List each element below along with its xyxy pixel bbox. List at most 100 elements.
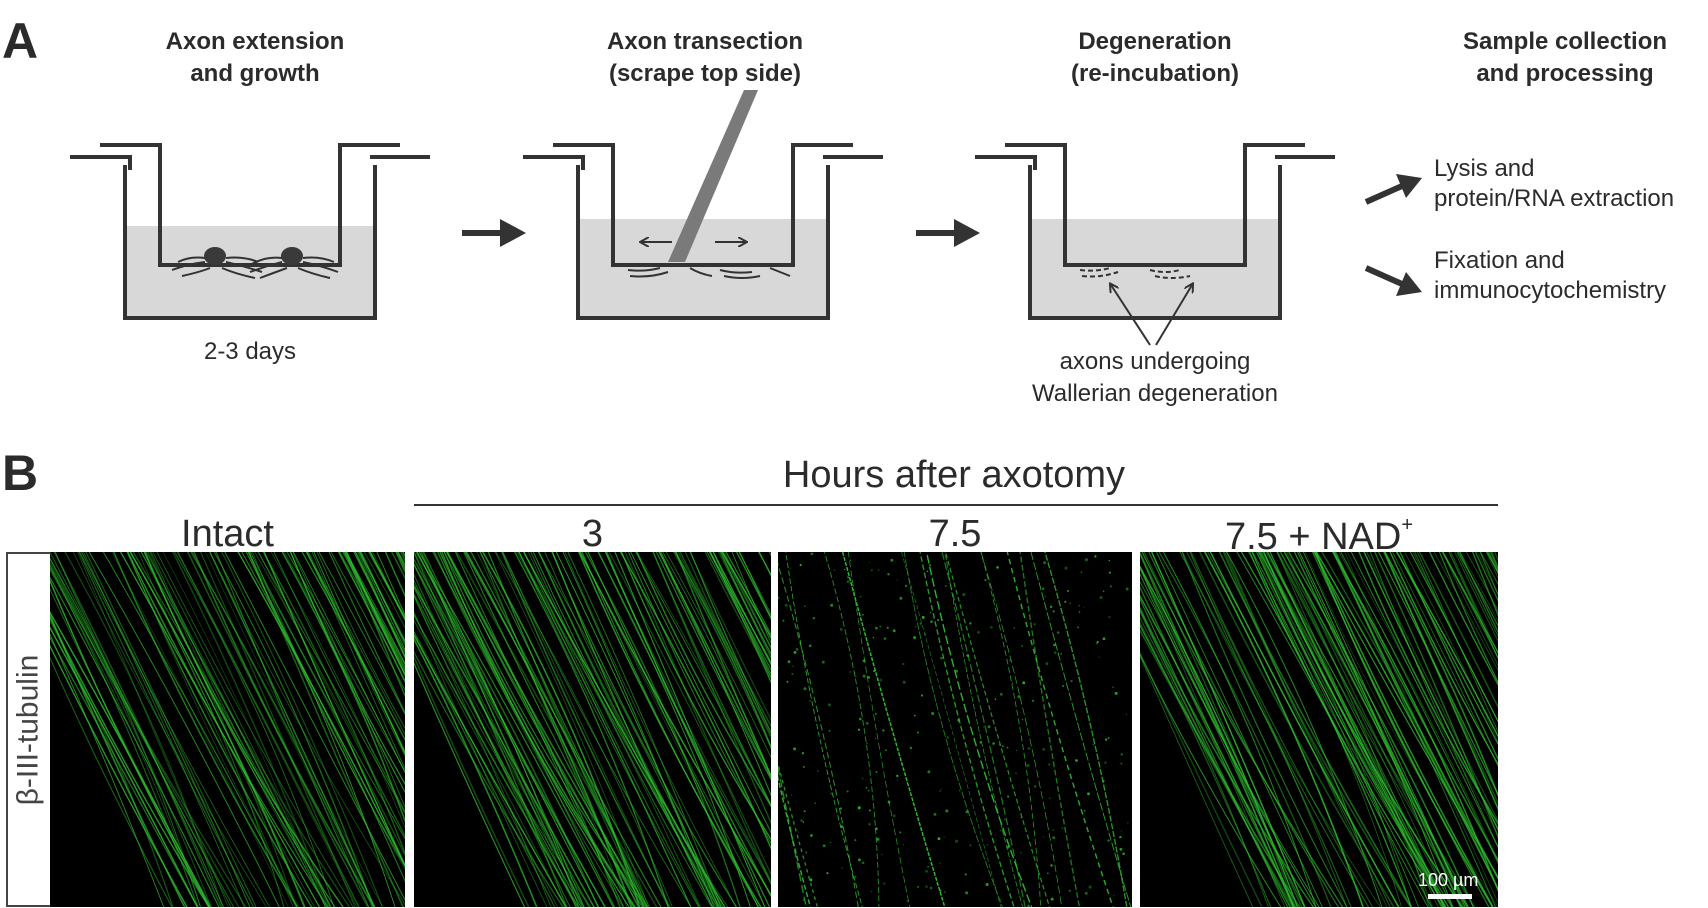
- axon-fiber: [311, 552, 405, 757]
- axon-fiber: [1140, 628, 1294, 907]
- axon-fragment: [1096, 640, 1099, 644]
- axon-fiber: [532, 552, 719, 907]
- axon-fragment: [862, 674, 866, 678]
- axon-fiber: [567, 552, 722, 907]
- axon-fiber: [414, 655, 530, 907]
- axon-fiber: [704, 552, 771, 679]
- outcome-2: Fixation and immunocytochemistry: [1434, 246, 1666, 306]
- axon-fiber: [258, 552, 405, 836]
- axon-fiber: [1378, 552, 1498, 796]
- axon-fragment: [896, 774, 899, 778]
- micrograph-7-5h: [778, 552, 1132, 907]
- axon-fragment: [931, 711, 935, 716]
- axon-fiber: [50, 561, 212, 907]
- axon-fragment: [969, 622, 972, 625]
- axon-fiber: [501, 552, 671, 907]
- axon-fragment: [802, 821, 805, 823]
- axon-fiber: [1030, 552, 1132, 907]
- axon-fragment: [829, 841, 831, 844]
- axon-fiber: [518, 552, 699, 907]
- axon-fiber: [1140, 580, 1295, 907]
- axon-fiber: [1448, 552, 1498, 660]
- axon-fiber: [1383, 552, 1498, 811]
- axon-fiber: [414, 573, 571, 907]
- axon-fragment: [1044, 595, 1047, 598]
- axon-fiber: [1277, 552, 1453, 907]
- axon-fiber: [577, 552, 762, 907]
- axon-fragment: [805, 851, 808, 854]
- axon-fiber: [1287, 552, 1475, 907]
- axon-fragment: [913, 714, 916, 717]
- axon-fragment: [919, 622, 922, 625]
- axon-fragment: [861, 614, 864, 616]
- axon-fragment: [892, 629, 896, 633]
- axon-fiber: [254, 552, 405, 839]
- axon-fiber: [145, 552, 330, 907]
- axon-fiber: [414, 595, 591, 907]
- axon-fiber: [1148, 552, 1339, 907]
- axon-fragment: [1016, 749, 1018, 752]
- axon-fiber: [127, 552, 329, 907]
- step-2-title: Axon transection (scrape top side): [560, 26, 850, 90]
- axon-fiber: [1236, 552, 1433, 907]
- axon-fragment: [1061, 684, 1065, 688]
- axon-fragment: [1084, 891, 1088, 895]
- row-label-beta-iii-tubulin: β-III-tubulin: [11, 654, 44, 805]
- axon-fiber: [655, 552, 771, 781]
- axon-fragment: [1069, 602, 1071, 605]
- axon-fragment: [1109, 585, 1112, 588]
- axon-fragment: [873, 670, 876, 673]
- axon-fiber: [1141, 552, 1344, 907]
- step-3-caption-line2: Wallerian degeneration: [1032, 380, 1278, 407]
- axon-fragment: [977, 630, 980, 634]
- axon-fragment: [936, 618, 940, 622]
- axon-fragment: [979, 741, 982, 744]
- axon-fragment: [969, 844, 972, 847]
- axon-fragment: [943, 836, 945, 838]
- axon-fiber: [342, 552, 405, 672]
- axon-fragment: [1047, 872, 1049, 875]
- axon-fragment: [904, 584, 908, 588]
- axon-fiber: [126, 552, 313, 907]
- axon-fragment: [960, 707, 962, 709]
- axon-fiber: [354, 552, 405, 659]
- axon-fiber: [712, 552, 771, 666]
- axon-fiber: [1334, 552, 1498, 862]
- axon-fiber: [1459, 552, 1498, 622]
- axon-fiber: [50, 563, 247, 907]
- axon-fragment: [1020, 816, 1022, 819]
- axon-fiber: [1311, 552, 1490, 907]
- axon-fragment: [875, 713, 877, 715]
- axon-fragment: [940, 656, 943, 660]
- axon-fiber: [50, 656, 173, 907]
- axon-fragment: [998, 743, 1001, 746]
- axon-fiber: [1474, 552, 1498, 602]
- axon-fragment: [847, 576, 850, 579]
- axon-fragment: [1050, 897, 1054, 901]
- axon-fiber: [1457, 552, 1498, 627]
- axon-fiber: [1140, 653, 1282, 907]
- axon-fiber: [723, 552, 771, 651]
- axon-fiber: [83, 552, 245, 907]
- axon-fragment: [1084, 558, 1088, 562]
- axon-fiber: [130, 552, 305, 907]
- axon-fragment: [902, 662, 905, 666]
- axon-fragment: [778, 596, 780, 599]
- axon-fragment: [959, 789, 961, 792]
- axon-fiber: [1442, 552, 1498, 654]
- axon-fragment: [830, 792, 833, 795]
- axon-fragment: [1011, 682, 1014, 684]
- axon-fragment: [1127, 822, 1129, 824]
- axon-fragment: [965, 891, 969, 895]
- axon-fiber: [1450, 552, 1498, 655]
- axon-fiber: [78, 552, 255, 907]
- nad-superscript: +: [1401, 514, 1414, 536]
- axon-fiber: [689, 552, 771, 722]
- axon-fiber: [1414, 552, 1498, 723]
- row-label-container: β-III-tubulin: [6, 552, 50, 907]
- axon-fragment: [1070, 680, 1073, 683]
- axon-fragment: [1034, 785, 1037, 788]
- axon-fragment: [1078, 611, 1081, 613]
- axon-fiber: [147, 552, 351, 907]
- axon-fragment: [876, 837, 880, 841]
